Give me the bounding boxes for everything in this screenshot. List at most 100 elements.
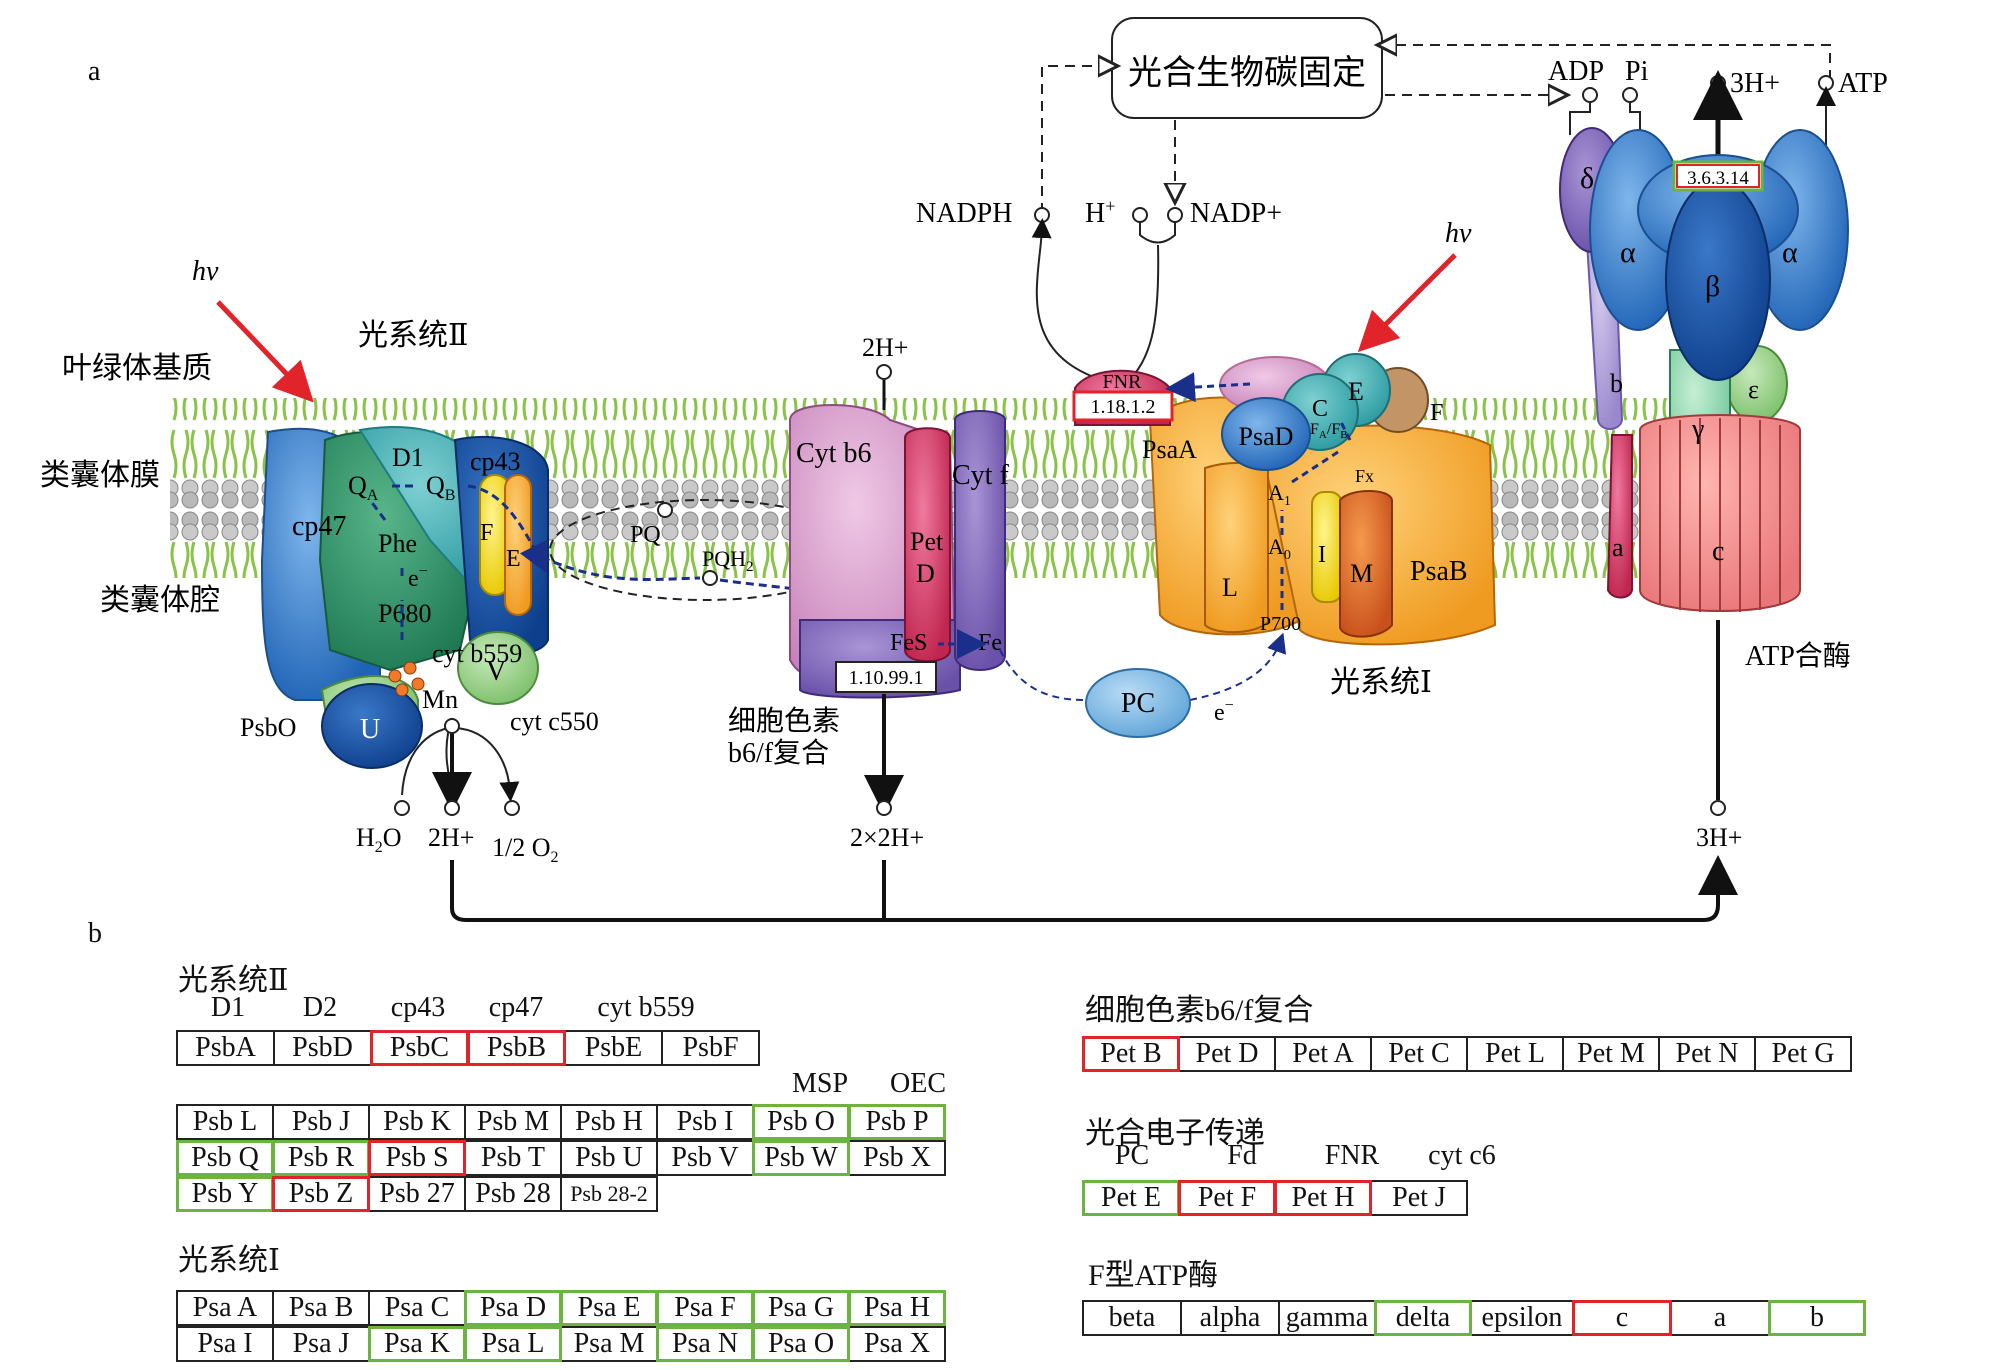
- gene-cell: b: [1768, 1300, 1866, 1336]
- gene-cell: Pet B: [1082, 1036, 1180, 1072]
- u-label: U: [360, 714, 380, 745]
- pi-node: [1622, 87, 1638, 103]
- gene-cell: Pet G: [1754, 1036, 1852, 1072]
- gene-cell: PsbE: [564, 1030, 663, 1066]
- gene-cell: Psb W: [752, 1140, 850, 1176]
- proton-gradient-path: [450, 855, 1738, 922]
- gene-cell: Pet A: [1274, 1036, 1372, 1072]
- gene-cell: Psa X: [848, 1326, 946, 1362]
- o2-label: 1/2 O2: [492, 833, 559, 866]
- cyt-complex-title-2: b6/f复合: [728, 737, 829, 769]
- photosystem-2: cp47 D1 cp43 QA QB Phe e− P680 F E V U c…: [240, 426, 599, 866]
- gene-cell: beta: [1082, 1300, 1182, 1336]
- i-label: I: [1318, 542, 1326, 568]
- gene-cell: c: [1572, 1300, 1672, 1336]
- gene-cell: Psb 28: [464, 1176, 562, 1212]
- cyt-h-top-node: [876, 364, 892, 380]
- fe-label: Fe: [978, 630, 1002, 656]
- o2-node: [504, 800, 520, 816]
- p700-label: P700: [1260, 613, 1301, 635]
- gene-cell: Psb Z: [272, 1176, 370, 1212]
- fnr-label: FNR: [1103, 371, 1143, 393]
- cytb6-label: Cyt b6: [796, 438, 871, 469]
- pqh2-electron-path: [529, 550, 895, 620]
- column-header: D2: [302, 992, 338, 1023]
- gene-cell: Psb U: [560, 1140, 658, 1176]
- gene-cell: Psa A: [176, 1290, 274, 1326]
- mn-label: Mn: [422, 685, 458, 714]
- h-node: [444, 800, 460, 816]
- atp-label: ATP: [1838, 68, 1888, 99]
- h2o-label: H2O: [356, 823, 402, 856]
- gene-cell: PsbB: [467, 1030, 566, 1066]
- gene-cell: Psa H: [848, 1290, 946, 1326]
- gene-cell: Psa C: [368, 1290, 466, 1326]
- adp-label: ADP: [1548, 56, 1604, 87]
- d-label: D: [916, 559, 935, 588]
- gene-cell: Psb V: [656, 1140, 754, 1176]
- atp-h-bottom-node: [1710, 800, 1726, 816]
- cyt-h-top-label: 2H+: [862, 333, 908, 362]
- d1-label: D1: [392, 443, 424, 472]
- ps2-electron-label: e−: [408, 563, 428, 592]
- fnr-to-nadph-arrow: [1031, 218, 1121, 386]
- cyt-h-bottom-node: [876, 800, 892, 816]
- petd-subunit: [904, 427, 951, 663]
- atpase-table-title: F型ATP酶: [1088, 1259, 1219, 1292]
- column-header: cp43: [390, 992, 446, 1023]
- gene-cell: PsbD: [273, 1030, 372, 1066]
- thylakoid-membrane-label: 类囊体膜: [40, 459, 160, 492]
- nadp-to-fnr-line: [1124, 222, 1176, 386]
- atp-node: [1818, 75, 1834, 91]
- gene-cell: Psa F: [656, 1290, 754, 1326]
- pqh2-node: [702, 570, 718, 586]
- adp-pi-connector: [1569, 102, 1641, 135]
- gene-cell: Pet E: [1082, 1180, 1180, 1216]
- h3-top-label: 3H+: [1730, 68, 1780, 99]
- panel-label-a: a: [88, 56, 101, 87]
- fx-label: Fx: [1355, 466, 1374, 486]
- pq-label: PQ: [630, 522, 661, 548]
- carbon-fixation-label: 光合生物碳固定: [1128, 54, 1366, 92]
- column-header: cp47: [488, 992, 544, 1023]
- l-label: L: [1222, 573, 1238, 602]
- cytc550-label: cyt c550: [510, 707, 599, 736]
- gene-cell: PsbF: [661, 1030, 760, 1066]
- gene-cell: Psb S: [368, 1140, 466, 1176]
- gene-cell: Psb M: [464, 1104, 562, 1140]
- o2-release-arrow: [454, 727, 520, 802]
- fnr-ec-label: 1.18.1.2: [1091, 396, 1156, 418]
- photosynthesis-diagram: a 光合生物碳固定 ADP Pi 3H+ ATP NADPH H+ NADP+ …: [40, 17, 1888, 922]
- gene-cell: Psa O: [752, 1326, 850, 1362]
- cytb559-label: cyt b559: [432, 639, 522, 668]
- pqh2-label: PQH2: [702, 546, 754, 575]
- gene-cell: Psb J: [272, 1104, 370, 1140]
- h2o-input-line: [401, 727, 449, 796]
- hv-right-label: hv: [1445, 218, 1472, 249]
- gene-cell: Pet L: [1466, 1036, 1564, 1072]
- ps1-title: 光系统Ⅰ: [1330, 666, 1432, 699]
- gene-cell: Psb T: [464, 1140, 562, 1176]
- qb-label: QB: [426, 471, 455, 504]
- ps2-title: 光系统Ⅱ: [358, 319, 468, 352]
- gene-cell: Psb H: [560, 1104, 658, 1140]
- atp-to-fixation-line: [1385, 45, 1831, 80]
- f-peripheral-label: F: [1430, 400, 1443, 426]
- column-header: Fd: [1227, 1140, 1257, 1171]
- gene-cell: gamma: [1278, 1300, 1376, 1336]
- gene-cell: Psb X: [848, 1140, 946, 1176]
- gene-cell: Psb Y: [176, 1176, 274, 1212]
- pc-protein: [1085, 668, 1191, 738]
- pi-label: Pi: [1625, 56, 1649, 87]
- pc-electron-path: [999, 642, 1280, 701]
- mn-node: [444, 718, 460, 734]
- m-subunit: [1339, 490, 1393, 638]
- m-label: M: [1350, 559, 1373, 588]
- c-ring-lines: [1659, 418, 1781, 612]
- pc-electron-label: e−: [1214, 697, 1234, 726]
